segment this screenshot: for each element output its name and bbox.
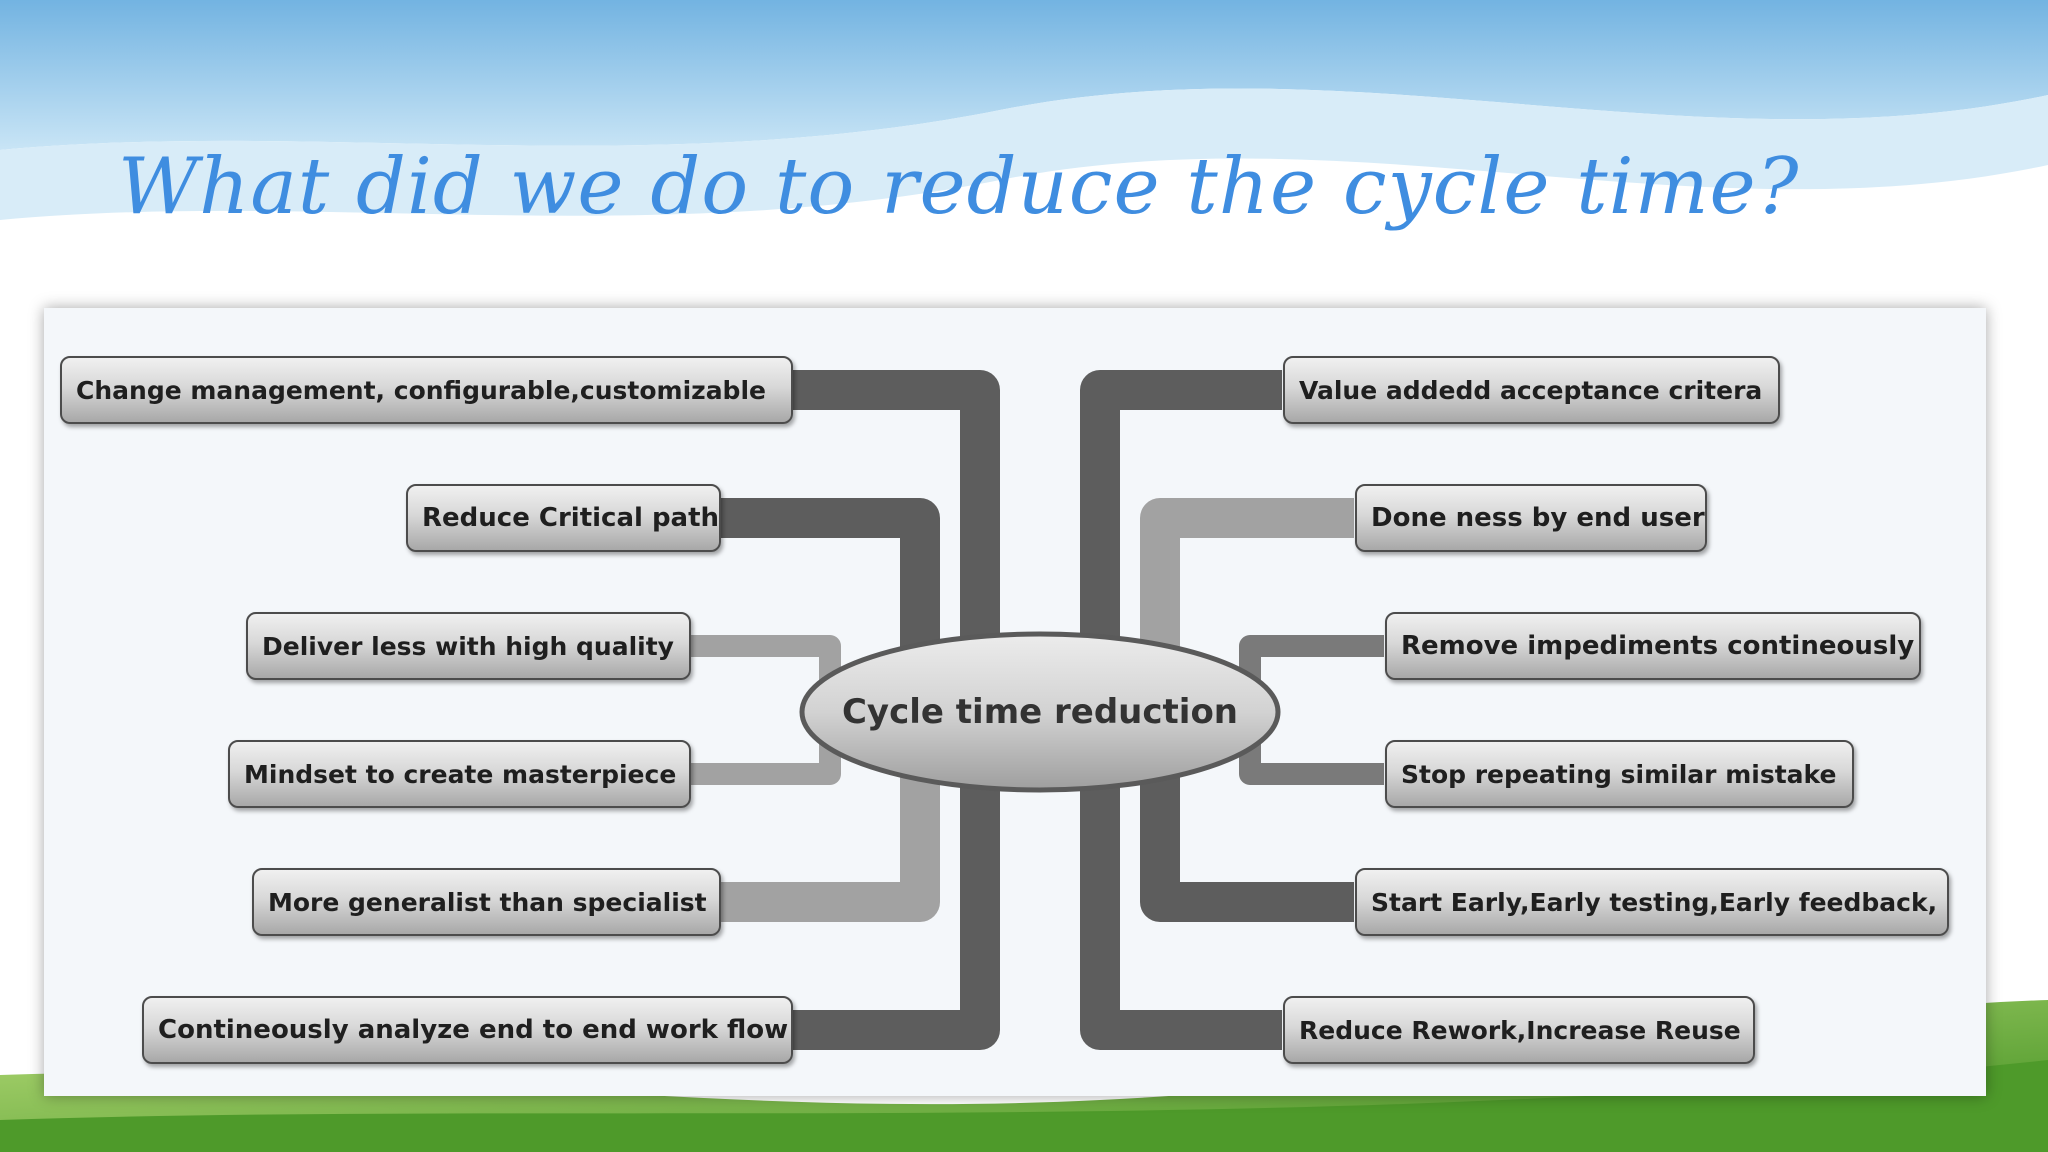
left-node-analyze-workflow: Contineously analyze end to end work flo… xyxy=(142,996,793,1064)
right-node-remove-impediments: Remove impediments contineously xyxy=(1385,612,1921,680)
center-node-label: Cycle time reduction xyxy=(841,692,1239,732)
left-node-reduce-critical-path: Reduce Critical path xyxy=(406,484,721,552)
right-node-stop-repeating: Stop repeating similar mistake xyxy=(1385,740,1854,808)
left-node-generalist: More generalist than specialist xyxy=(252,868,721,936)
center-node-shape xyxy=(799,631,1281,793)
left-node-deliver-less: Deliver less with high quality xyxy=(246,612,691,680)
right-node-reduce-rework: Reduce Rework,Increase Reuse xyxy=(1283,996,1755,1064)
left-node-change-management: Change management, configurable,customiz… xyxy=(60,356,793,424)
right-node-doneness: Done ness by end user xyxy=(1355,484,1707,552)
slide-title: What did we do to reduce the cycle time? xyxy=(118,142,1800,232)
right-node-start-early: Start Early,Early testing,Early feedback… xyxy=(1355,868,1949,936)
left-node-mindset-masterpiece: Mindset to create masterpiece xyxy=(228,740,691,808)
right-node-acceptance-criteria: Value addedd acceptance critera xyxy=(1283,356,1780,424)
